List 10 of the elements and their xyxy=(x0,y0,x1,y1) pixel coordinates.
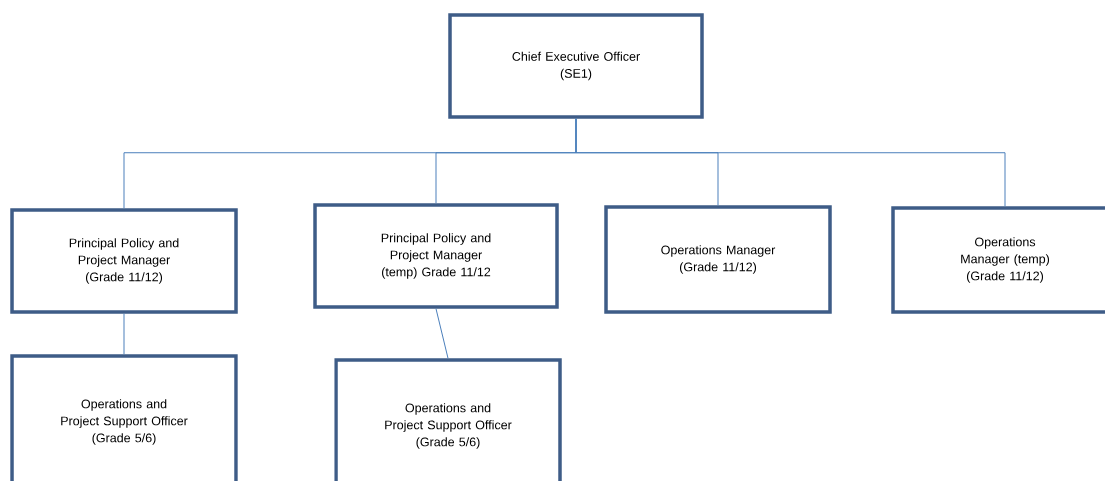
connector-line xyxy=(435,308,449,359)
connector-line xyxy=(575,118,1006,207)
org-box: Chief Executive Officer (SE1) xyxy=(448,13,704,119)
org-box: Principal Policy and Project Manager (Grade 11/12) xyxy=(10,208,238,314)
org-box: Operations Manager (temp) (Grade 11/12) xyxy=(891,206,1105,314)
connector-line xyxy=(123,313,125,355)
org-box: Operations and Project Support Officer (Grade 5/6) xyxy=(10,354,238,481)
org-box: Operations and Project Support Officer (Grade 5/6) xyxy=(334,358,562,481)
org-box: Principal Policy and Project Manager (temp) Grade 11/12 xyxy=(313,203,559,309)
org-box: Operations Manager (Grade 11/12) xyxy=(604,205,832,314)
